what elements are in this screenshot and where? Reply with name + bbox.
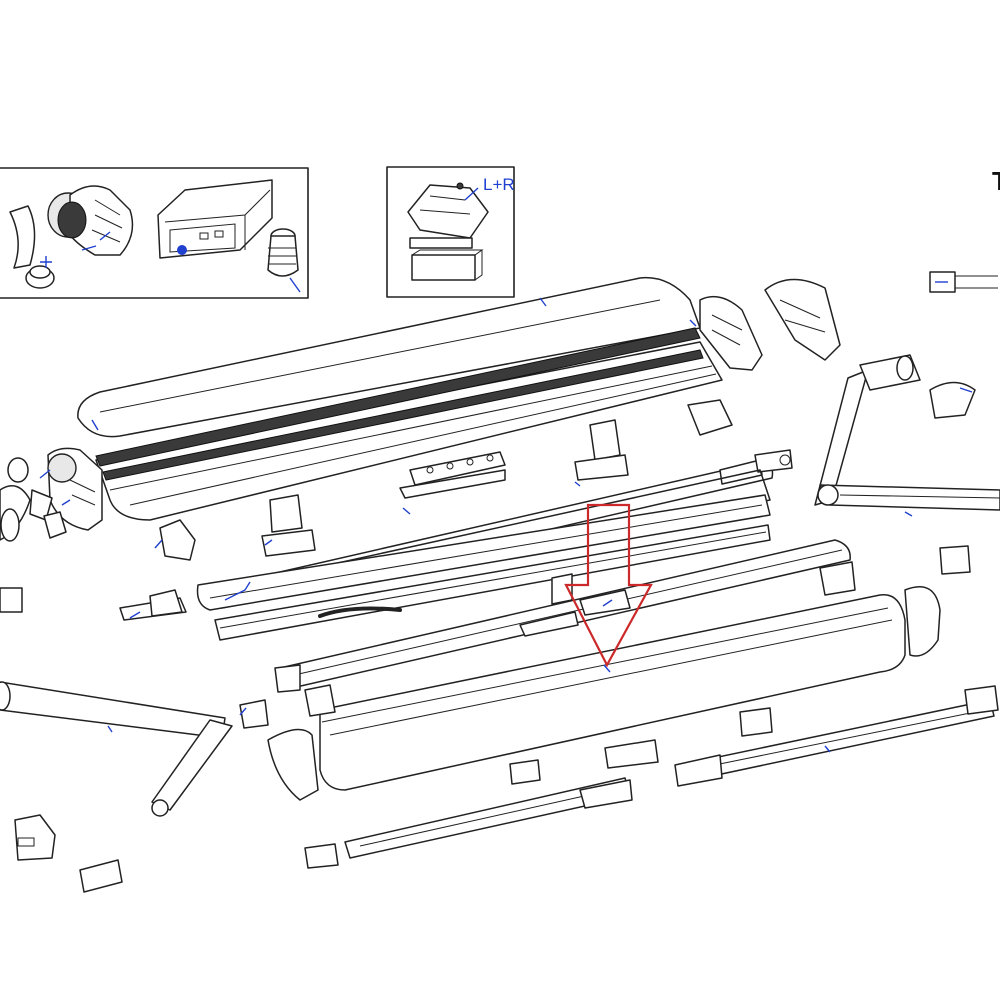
lead-bar-lower-right[interactable]: [674, 545, 999, 787]
top-clamp-bracket: [574, 419, 629, 487]
motor-part: [47, 185, 134, 256]
inset-motor-kit[interactable]: [0, 167, 309, 299]
valance-strip[interactable]: [214, 524, 771, 641]
right-end-cap-upper[interactable]: [687, 278, 841, 436]
folding-arm-right[interactable]: [814, 354, 1000, 517]
front-cover-mid[interactable]: [274, 539, 856, 693]
cable-gland-part: [267, 228, 301, 293]
bottom-left-brackets[interactable]: [14, 814, 123, 893]
folding-arm-left[interactable]: [0, 681, 269, 817]
front-profile-large[interactable]: [267, 586, 941, 801]
left-end-cap-assembly[interactable]: [0, 447, 103, 542]
fabric-channel-profile[interactable]: [95, 327, 723, 521]
edge-mark: T: [992, 166, 1000, 196]
fabric-tube[interactable]: [196, 469, 771, 611]
control-box-part: [157, 179, 273, 259]
left-bracket-mid[interactable]: [0, 494, 316, 621]
highlight-arrow: [564, 503, 653, 668]
top-rail-slider: [399, 451, 506, 515]
callout-label-lr: L+R: [483, 175, 515, 194]
lead-bar-lower-left[interactable]: [304, 739, 659, 869]
cassette-top-cover[interactable]: [77, 276, 701, 438]
scratch-mark: [318, 606, 402, 618]
connector-plug-part: [929, 271, 998, 293]
inset-bracket-kit[interactable]: L+R: [386, 166, 515, 298]
